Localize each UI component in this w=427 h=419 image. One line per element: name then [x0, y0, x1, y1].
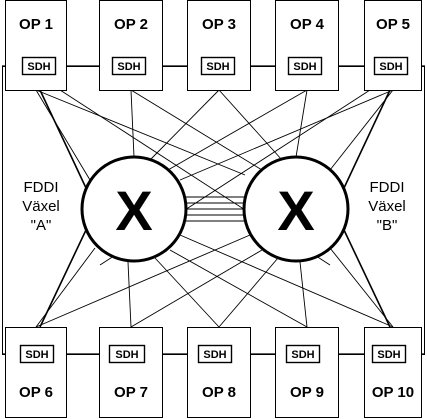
link-line — [295, 89, 308, 158]
switch-circle — [80, 155, 188, 263]
op-label: OP 4 — [290, 16, 325, 33]
link-line — [35, 89, 246, 176]
op-node-9[interactable]: SDH OP 9 — [275, 327, 339, 418]
op-box — [275, 327, 339, 418]
link-line — [299, 261, 308, 328]
op-node-2[interactable]: OP 2 SDH — [99, 0, 163, 91]
link-line — [179, 234, 394, 328]
switch-interconnect — [186, 196, 250, 222]
op-box — [5, 0, 67, 91]
sdh-label: SDH — [203, 349, 226, 361]
sdh-box — [19, 344, 55, 364]
sdh-label: SDH — [377, 349, 400, 361]
op-box — [364, 327, 422, 418]
op-node-5[interactable]: OP 5 SDH — [364, 0, 422, 91]
op-label: OP 1 — [19, 16, 53, 33]
link-line — [329, 89, 394, 171]
sdh-box — [200, 56, 236, 76]
link-line — [127, 261, 132, 328]
sdh-label: SDH — [115, 349, 138, 361]
op-label: OP 5 — [376, 16, 410, 33]
trunk-link-line — [39, 89, 87, 189]
switch-symbol: X — [115, 179, 152, 242]
sdh-box — [111, 56, 147, 76]
outer-ring — [2, 66, 425, 355]
sdh-box — [197, 344, 233, 364]
switch-b-label-line-3: "B" — [377, 217, 398, 234]
op-node-4[interactable]: OP 4 SDH — [275, 0, 339, 91]
link-line — [130, 89, 135, 158]
switch-a-label-line-3: "A" — [31, 217, 52, 234]
link-line — [35, 234, 251, 328]
switch-circle — [242, 155, 350, 263]
op-node-7[interactable]: SDH OP 7 — [99, 327, 163, 418]
op-node-3[interactable]: OP 3 SDH — [187, 0, 251, 91]
link-line — [329, 247, 394, 328]
op-node-1[interactable]: OP 1 SDH — [5, 0, 67, 91]
link-line — [154, 257, 220, 328]
sdh-label: SDH — [291, 349, 314, 361]
sdh-label: SDH — [293, 61, 316, 73]
op-box — [275, 0, 339, 91]
op-label: OP 8 — [202, 384, 236, 401]
link-line — [130, 89, 263, 171]
switch-b-label: FDDI Växel "B" — [368, 179, 406, 234]
op-box — [187, 0, 251, 91]
op-node-6[interactable]: SDH OP 6 — [5, 327, 67, 418]
op-label: OP 2 — [114, 16, 148, 33]
sdh-box — [287, 56, 323, 76]
top-op-row: OP 1 SDH OP 2 SDH OP 3 SDH OP 4 SDH OP 5… — [5, 0, 422, 91]
op-box — [187, 327, 251, 418]
op-box — [5, 327, 67, 418]
sdh-label: SDH — [25, 349, 48, 361]
link-line — [169, 249, 308, 328]
op-node-10[interactable]: SDH OP 10 — [364, 327, 422, 418]
trunk-link-line — [343, 89, 391, 189]
sdh-label: SDH — [117, 61, 140, 73]
sdh-box — [285, 344, 321, 364]
link-line — [179, 89, 394, 181]
link-line — [35, 89, 91, 181]
sdh-box — [21, 56, 57, 76]
switch-b-label-line-2: Växel — [368, 198, 406, 215]
link-line — [149, 89, 220, 161]
op-node-8[interactable]: SDH OP 8 — [187, 327, 251, 418]
link-line — [218, 89, 283, 161]
link-line — [167, 89, 308, 171]
sdh-box — [108, 344, 146, 364]
sdh-box — [371, 344, 407, 364]
trunk-link-line — [39, 229, 87, 328]
switch-a-label: FDDI Växel "A" — [22, 179, 60, 234]
link-line — [130, 249, 263, 328]
switch-symbol: X — [277, 179, 314, 242]
fddi-switch-b[interactable]: X — [242, 155, 350, 263]
bottom-op-row: SDH OP 6 SDH OP 7 SDH OP 8 SDH OP 9 SDH … — [5, 327, 422, 418]
sdh-label: SDH — [27, 61, 50, 73]
switch-b-label-line-1: FDDI — [370, 179, 405, 196]
sdh-box — [373, 56, 409, 76]
op-box — [99, 0, 163, 91]
trunk-link-line — [343, 229, 391, 328]
sdh-label: SDH — [206, 61, 229, 73]
sdh-label: SDH — [379, 61, 402, 73]
fddi-switch-a[interactable]: X — [80, 155, 188, 263]
op-box — [364, 0, 422, 91]
op-label: OP 7 — [114, 384, 148, 401]
switch-a-label-line-2: Växel — [22, 198, 60, 215]
op-label: OP 10 — [372, 384, 414, 401]
link-line — [218, 257, 279, 328]
op-label: OP 3 — [202, 16, 236, 33]
op-label: OP 9 — [290, 384, 324, 401]
op-label: OP 6 — [19, 384, 53, 401]
switch-a-label-line-1: FDDI — [24, 179, 59, 196]
op-box — [99, 327, 163, 418]
